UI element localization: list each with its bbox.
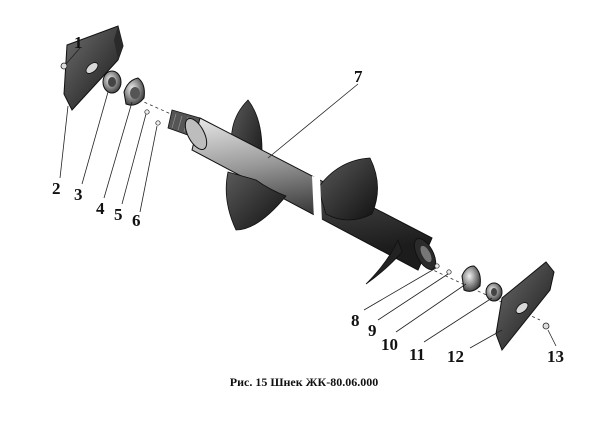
leader-2	[59, 105, 69, 179]
leader-6	[139, 125, 158, 213]
right-bolt	[542, 322, 550, 330]
auger-shaft	[167, 99, 437, 285]
callout-12: 12	[447, 347, 464, 366]
leader-10	[395, 283, 467, 333]
left-bearing	[102, 70, 122, 94]
leader-7	[267, 83, 359, 159]
callout-3: 3	[74, 185, 83, 204]
callout-5: 5	[114, 205, 123, 224]
leader-11	[423, 297, 493, 343]
right-nut	[446, 269, 452, 275]
callout-10: 10	[381, 335, 398, 354]
right-bearing	[485, 282, 503, 302]
left-nut	[155, 120, 161, 126]
leader-12	[469, 329, 503, 349]
leader-3	[81, 91, 109, 185]
callout-11: 11	[409, 345, 425, 364]
left-bolt	[60, 62, 68, 70]
callout-7: 7	[354, 67, 363, 86]
callout-4: 4	[96, 199, 105, 218]
leader-1	[65, 47, 81, 65]
callout-2: 2	[52, 179, 61, 198]
leader-9	[377, 273, 449, 321]
callout-9: 9	[368, 321, 377, 340]
callout-13: 13	[547, 347, 564, 366]
callout-8: 8	[351, 311, 360, 330]
leader-13	[547, 329, 557, 347]
left-end-plate	[63, 25, 124, 111]
right-end-plate	[495, 261, 555, 351]
callout-6: 6	[132, 211, 141, 230]
right-bearing-housing	[461, 265, 481, 292]
left-bearing-housing	[123, 77, 145, 106]
right-washer	[434, 263, 440, 269]
leader-8	[363, 267, 437, 311]
leader-4	[103, 101, 133, 199]
assembly-axis-right	[417, 262, 541, 321]
figure-caption: Рис. 15 Шнек ЖК-80.06.000	[229, 375, 379, 389]
callout-1: 1	[74, 33, 83, 52]
leader-5	[121, 113, 147, 205]
left-washer	[144, 109, 150, 115]
